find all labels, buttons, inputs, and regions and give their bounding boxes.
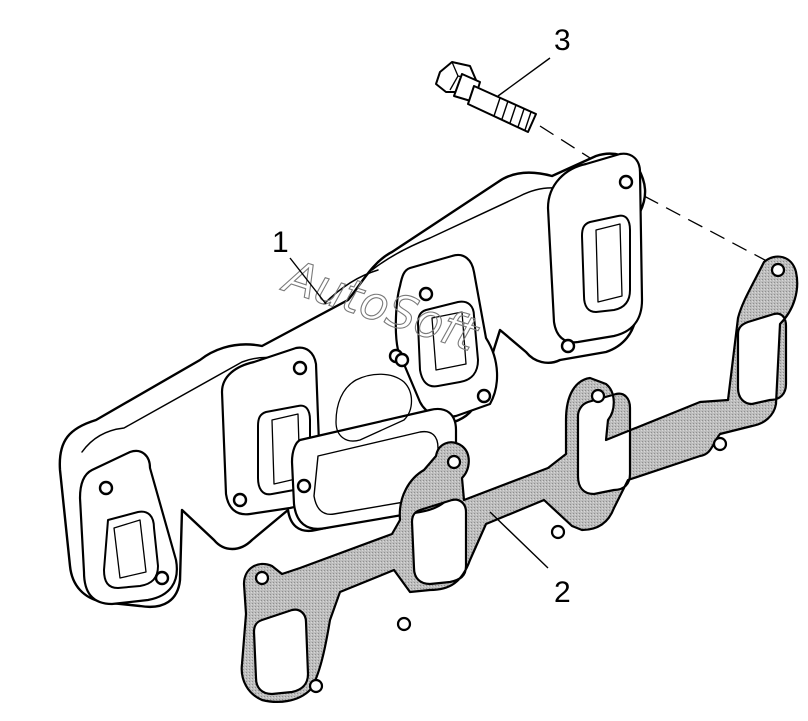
manifold-gasket-part bbox=[240, 255, 799, 703]
leader-line-3 bbox=[497, 57, 551, 97]
bolt-part bbox=[435, 61, 537, 133]
leader-lines bbox=[289, 57, 551, 569]
leader-line-1 bbox=[289, 257, 327, 305]
callout-2: 2 bbox=[554, 576, 571, 609]
leader-line-2 bbox=[489, 511, 549, 569]
callout-3: 3 bbox=[554, 24, 571, 57]
alignment-line bbox=[539, 125, 781, 269]
callout-1: 1 bbox=[272, 226, 289, 259]
